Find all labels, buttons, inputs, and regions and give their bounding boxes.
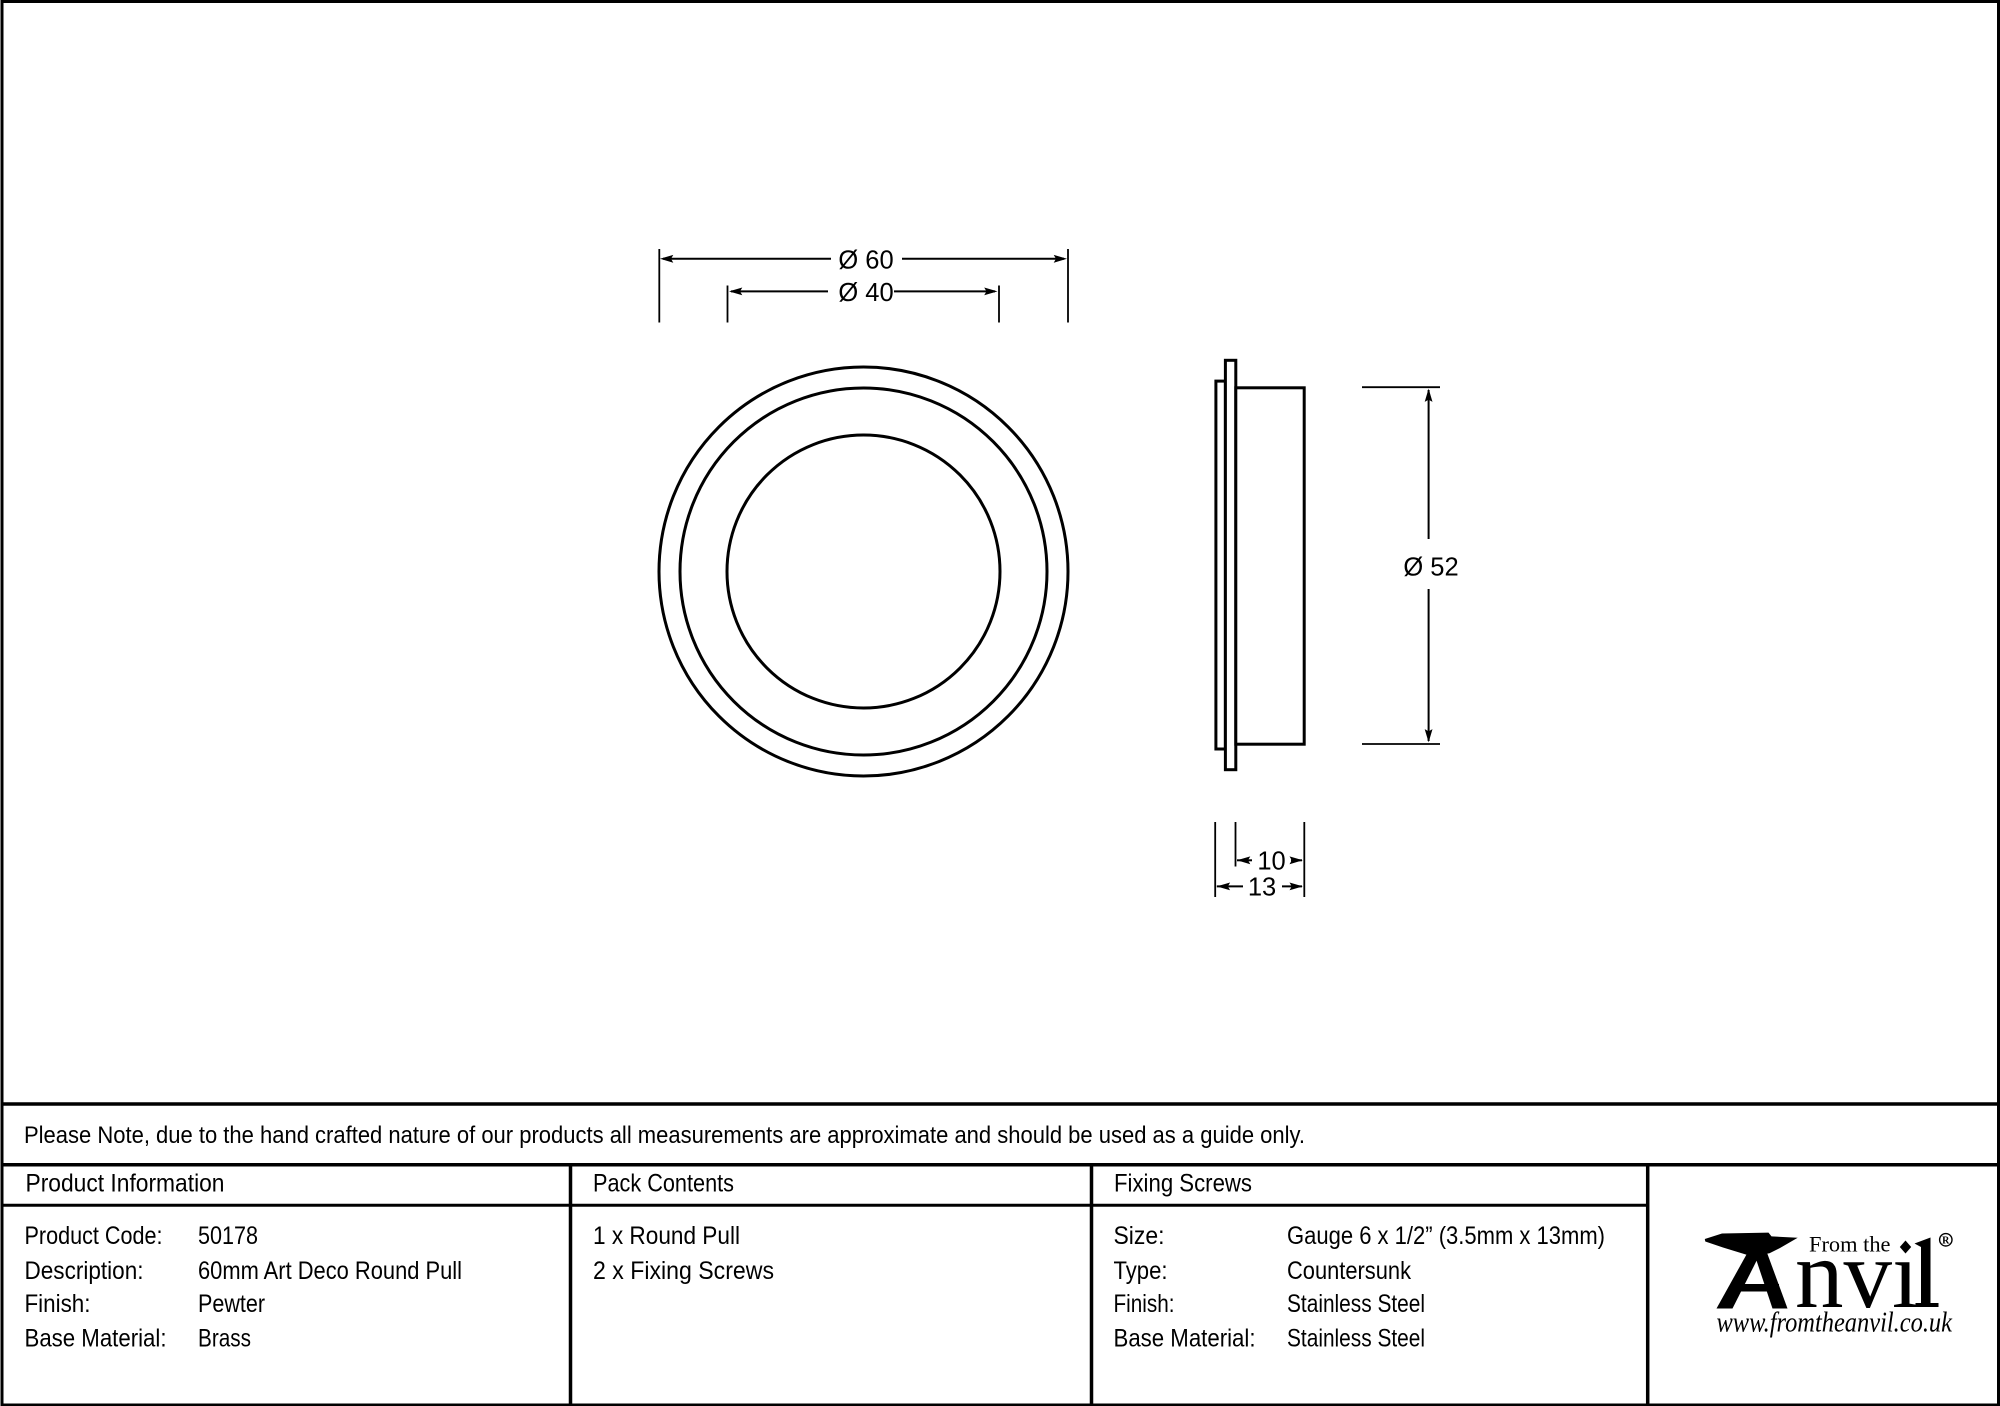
svg-text:Base Material:: Base Material: — [25, 1325, 167, 1353]
svg-text:Product Information: Product Information — [26, 1170, 225, 1198]
svg-text:Finish:: Finish: — [1114, 1290, 1175, 1318]
svg-text:Stainless Steel: Stainless Steel — [1287, 1325, 1425, 1353]
svg-text:60mm Art Deco Round Pull: 60mm Art Deco Round Pull — [198, 1257, 462, 1285]
svg-text:Finish:: Finish: — [25, 1290, 91, 1318]
svg-text:Pack Contents: Pack Contents — [593, 1170, 734, 1198]
svg-text:Ø 40: Ø 40 — [838, 279, 893, 307]
svg-text:Size:: Size: — [1114, 1222, 1165, 1250]
svg-text:Type:: Type: — [1114, 1257, 1168, 1285]
svg-text:50178: 50178 — [198, 1222, 258, 1250]
svg-text:13: 13 — [1248, 873, 1276, 901]
svg-text:Please Note, due to the hand c: Please Note, due to the hand crafted nat… — [24, 1122, 1305, 1149]
svg-text:R: R — [1942, 1236, 1950, 1247]
svg-text:www.fromtheanvil.co.uk: www.fromtheanvil.co.uk — [1717, 1307, 1953, 1339]
svg-text:Pewter: Pewter — [198, 1290, 265, 1318]
svg-text:Ø 52: Ø 52 — [1403, 553, 1458, 581]
svg-text:Gauge 6 x 1/2” (3.5mm x 13mm): Gauge 6 x 1/2” (3.5mm x 13mm) — [1287, 1222, 1605, 1250]
svg-text:Stainless Steel: Stainless Steel — [1287, 1290, 1425, 1318]
svg-text:From the: From the — [1809, 1232, 1891, 1257]
svg-text:nvı: nvı — [1795, 1221, 1919, 1328]
svg-text:Fixing Screws: Fixing Screws — [1114, 1170, 1252, 1198]
svg-text:Ø 60: Ø 60 — [838, 247, 893, 275]
svg-text:Base Material:: Base Material: — [1114, 1325, 1256, 1353]
svg-text:10: 10 — [1257, 848, 1285, 876]
svg-text:1 x Round Pull: 1 x Round Pull — [593, 1222, 740, 1250]
svg-text:Description:: Description: — [25, 1257, 144, 1285]
svg-text:Countersunk: Countersunk — [1287, 1257, 1411, 1285]
svg-text:2 x Fixing Screws: 2 x Fixing Screws — [593, 1257, 774, 1285]
svg-text:Brass: Brass — [198, 1325, 251, 1353]
svg-text:Product Code:: Product Code: — [25, 1222, 163, 1250]
